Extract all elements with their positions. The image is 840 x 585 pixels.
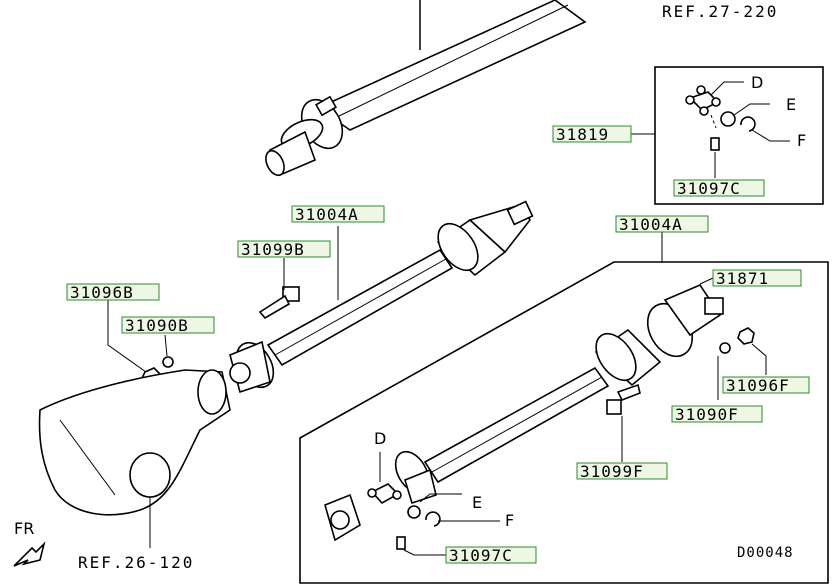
detail-box-lower [299,261,829,584]
callout-31004a-right [615,215,709,233]
part-31004a-right: 31004A [619,215,683,234]
bearing-cup-upper [720,111,736,127]
ref-26-120: REF.26-120 [78,553,194,572]
letter-d-upper: D [751,73,763,92]
part-31097c-upper: 31097C [677,179,741,198]
washer-31090b [162,356,174,368]
universal-joint-spider-upper [685,85,721,116]
ref-27-220: REF.27-220 [662,2,778,21]
letter-e-lower: E [472,493,482,512]
universal-joint-spider-lower [367,483,402,505]
callout-31097c-upper [673,179,765,197]
callout-31819 [552,125,632,143]
letter-e-upper: E [786,95,796,114]
front-propeller-shaft-lower [394,328,662,505]
bearing-cup-lower [407,505,421,519]
transfer-case [38,369,231,516]
snap-ring-upper [740,116,756,132]
grease-nipple-upper [710,137,720,151]
callout-31090f [671,405,763,423]
part-31819: 31819 [556,125,609,144]
nut-31096f [737,327,755,345]
bolt-31099b [258,286,300,320]
callout-31871 [712,269,802,287]
letter-f-lower: F [505,511,514,530]
snap-ring-lower [425,511,441,527]
part-31096b: 31096B [70,283,134,302]
callout-31090b [121,316,215,334]
detail-box-upper [654,66,824,205]
callout-31097c-lower [445,546,537,564]
part-31099f: 31099F [580,462,644,481]
callout-31099f [576,462,668,480]
front-arrow-icon [13,541,46,567]
part-31871: 31871 [716,269,769,288]
front-propeller-shaft-upper [229,200,534,394]
part-31097c-lower: 31097C [449,546,513,565]
part-31090b: 31090B [125,316,189,335]
part-31004a-left: 31004A [295,205,359,224]
diagram-code: D00048 [737,545,794,561]
yoke-flange-lower [324,493,361,542]
callout-31004a-left [291,205,385,223]
part-31099b: 31099B [241,240,305,259]
callout-31096b [66,283,160,301]
callout-31096f [722,376,810,394]
callout-31099b [237,240,331,258]
bolt-31099f [606,383,641,415]
part-31096f: 31096F [726,376,790,395]
front-marker: FR [14,519,34,538]
washer-31090f [719,342,731,354]
flange-31871 [646,284,724,358]
grease-nipple-lower [396,536,406,550]
letter-f-upper: F [797,131,806,150]
part-31090f: 31090F [675,405,739,424]
rear-propeller-shaft [265,0,587,177]
letter-d-lower: D [374,429,386,448]
